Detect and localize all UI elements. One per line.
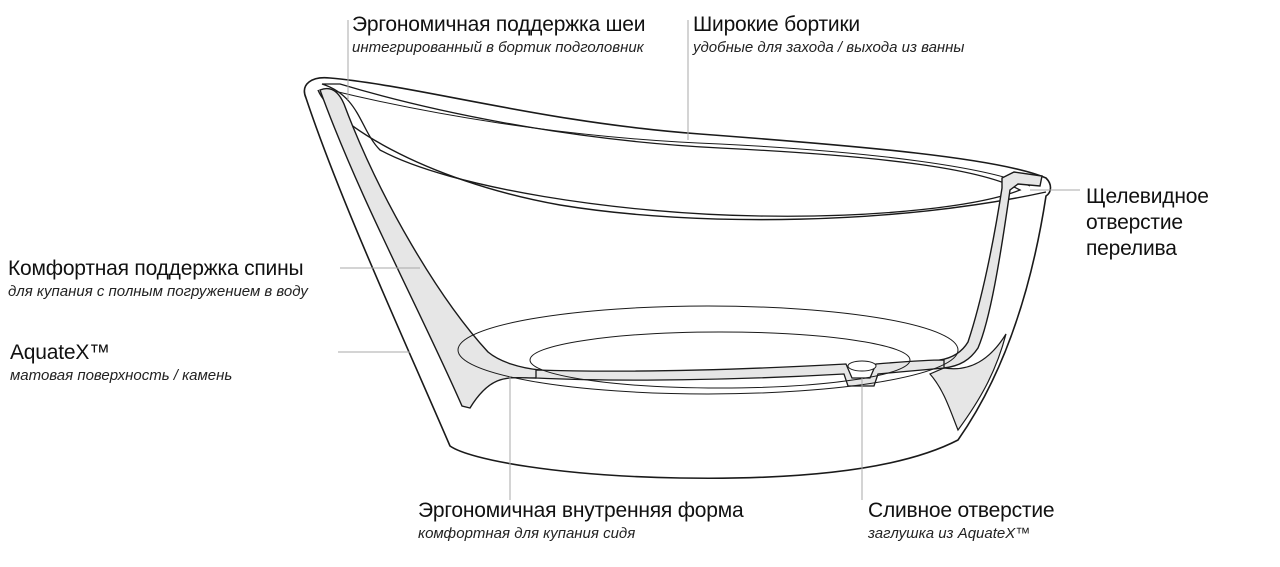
material-subtitle: матовая поверхность / камень [10,366,232,386]
label-inner-shape: Эргономичная внутренняя форма комфортная… [418,498,743,544]
inner-title: Эргономичная внутренняя форма [418,498,743,524]
inner-subtitle: комфортная для купания сидя [418,524,743,544]
label-material: AquateX™ матовая поверхность / камень [10,340,232,386]
neck-title: Эргономичная поддержка шеи [352,12,645,38]
label-wide-rims: Широкие бортики удобные для захода / вых… [693,12,964,58]
label-neck-support: Эргономичная поддержка шеи интегрированн… [352,12,645,58]
back-title: Комфортная поддержка спины [8,256,308,282]
drain-subtitle: заглушка из AquateX™ [868,524,1054,544]
overflow-line2: отверстие [1086,210,1209,236]
material-title: AquateX™ [10,340,232,366]
back-subtitle: для купания с полным погружением в воду [8,282,308,302]
label-overflow: Щелевидное отверстие перелива [1086,184,1209,262]
overflow-line1: Щелевидное [1086,184,1209,210]
neck-subtitle: интегрированный в бортик подголовник [352,38,645,58]
overflow-line3: перелива [1086,236,1209,262]
label-back-support: Комфортная поддержка спины для купания с… [8,256,308,302]
label-drain: Сливное отверстие заглушка из AquateX™ [868,498,1054,544]
rims-subtitle: удобные для захода / выхода из ванны [693,38,964,58]
drain-hole [848,361,876,371]
drain-title: Сливное отверстие [868,498,1054,524]
rims-title: Широкие бортики [693,12,964,38]
